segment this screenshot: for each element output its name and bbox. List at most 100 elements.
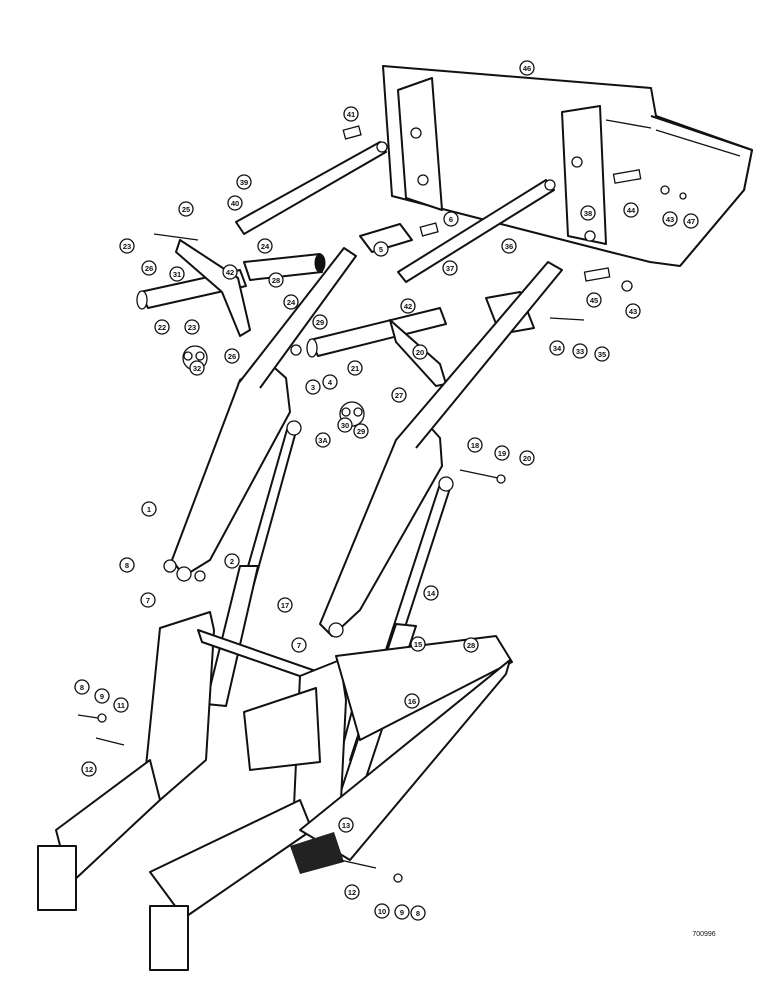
callout-circle	[337, 417, 353, 433]
callout-label: 40	[231, 199, 239, 208]
callout-31: 31	[169, 266, 185, 282]
callout-3A: 3A	[315, 432, 331, 448]
callout-28: 28	[463, 637, 479, 653]
callout-36: 36	[501, 238, 517, 254]
callout-circle	[400, 298, 416, 314]
callout-18: 18	[467, 437, 483, 453]
callout-circle	[394, 904, 410, 920]
callout-circle	[391, 387, 407, 403]
callout-label: 33	[576, 347, 584, 356]
callout-label: 32	[193, 364, 201, 373]
callout-label: 13	[342, 821, 350, 830]
callout-45: 45	[586, 292, 602, 308]
callout-label: 10	[378, 907, 386, 916]
callout-label: 20	[416, 348, 424, 357]
callout-label: 47	[687, 217, 695, 226]
callout-7: 7	[140, 592, 156, 608]
callout-circle	[625, 303, 641, 319]
callout-35: 35	[594, 346, 610, 362]
callout-42: 42	[222, 264, 238, 280]
callout-1: 1	[141, 501, 157, 517]
callout-label: 39	[240, 178, 248, 187]
callout-label: 7	[297, 641, 301, 650]
callout-circle	[412, 344, 428, 360]
callout-label: 11	[117, 701, 125, 710]
callout-label: 26	[228, 352, 236, 361]
callout-circle	[549, 340, 565, 356]
figure-code: 700996	[692, 931, 715, 938]
callout-circle	[410, 905, 426, 921]
callout-22: 22	[154, 319, 170, 335]
callout-circle	[141, 260, 157, 276]
callout-label: 19	[498, 449, 506, 458]
callout-9: 9	[94, 688, 110, 704]
callout-circle	[442, 260, 458, 276]
callout-37: 37	[442, 260, 458, 276]
callout-38: 38	[580, 205, 596, 221]
callout-39: 39	[236, 174, 252, 190]
callout-circle	[178, 201, 194, 217]
callout-11: 11	[113, 697, 129, 713]
callout-label: 28	[272, 276, 280, 285]
callout-label: 26	[145, 264, 153, 273]
callout-circle	[140, 592, 156, 608]
callout-circle	[594, 346, 610, 362]
callout-29: 29	[353, 423, 369, 439]
callout-circle	[141, 501, 157, 517]
callout-circle	[494, 445, 510, 461]
callout-label: 30	[341, 421, 349, 430]
callout-43: 43	[625, 303, 641, 319]
upper-links	[235, 141, 556, 283]
callout-circle	[224, 348, 240, 364]
callout-circle	[268, 272, 284, 288]
callout-circle	[519, 450, 535, 466]
callout-label: 29	[357, 427, 365, 436]
callout-label: 16	[408, 697, 416, 706]
callout-circle	[347, 360, 363, 376]
callout-circle	[222, 264, 238, 280]
callout-circle	[343, 106, 359, 122]
callout-label: 31	[173, 270, 181, 279]
callout-14: 14	[423, 585, 439, 601]
callout-circle	[580, 205, 596, 221]
callout-label: 37	[446, 264, 454, 273]
callout-3: 3	[305, 379, 321, 395]
frame	[37, 611, 513, 971]
callout-26: 26	[141, 260, 157, 276]
callout-label: 14	[427, 589, 436, 598]
callout-circle	[404, 693, 420, 709]
callout-label: 38	[584, 209, 592, 218]
callout-circle	[184, 319, 200, 335]
callout-circle	[463, 637, 479, 653]
callout-label: 45	[590, 296, 598, 305]
callout-label: 15	[414, 640, 422, 649]
callout-circle	[353, 423, 369, 439]
callout-19: 19	[494, 445, 510, 461]
callout-label: 2	[230, 557, 234, 566]
callout-label: 36	[505, 242, 513, 251]
callout-label: 7	[146, 596, 150, 605]
callout-33: 33	[572, 343, 588, 359]
callout-circle	[374, 903, 390, 919]
callout-label: 21	[351, 364, 359, 373]
callout-label: 22	[158, 323, 166, 332]
callout-8: 8	[74, 679, 90, 695]
callout-label: 24	[261, 242, 270, 251]
callout-34: 34	[549, 340, 565, 356]
callout-label: 35	[598, 350, 606, 359]
callout-label: 46	[523, 64, 531, 73]
callout-23: 23	[184, 319, 200, 335]
callout-label: 3	[311, 383, 315, 392]
callout-label: 44	[627, 206, 636, 215]
callout-label: 42	[226, 268, 234, 277]
callout-label: 1	[147, 505, 151, 514]
callout-circle	[257, 238, 273, 254]
callout-circle	[189, 360, 205, 376]
callout-circle	[305, 379, 321, 395]
callout-label: 3A	[318, 436, 328, 445]
callout-circle	[119, 238, 135, 254]
callout-30: 30	[337, 417, 353, 433]
callout-label: 12	[348, 888, 356, 897]
